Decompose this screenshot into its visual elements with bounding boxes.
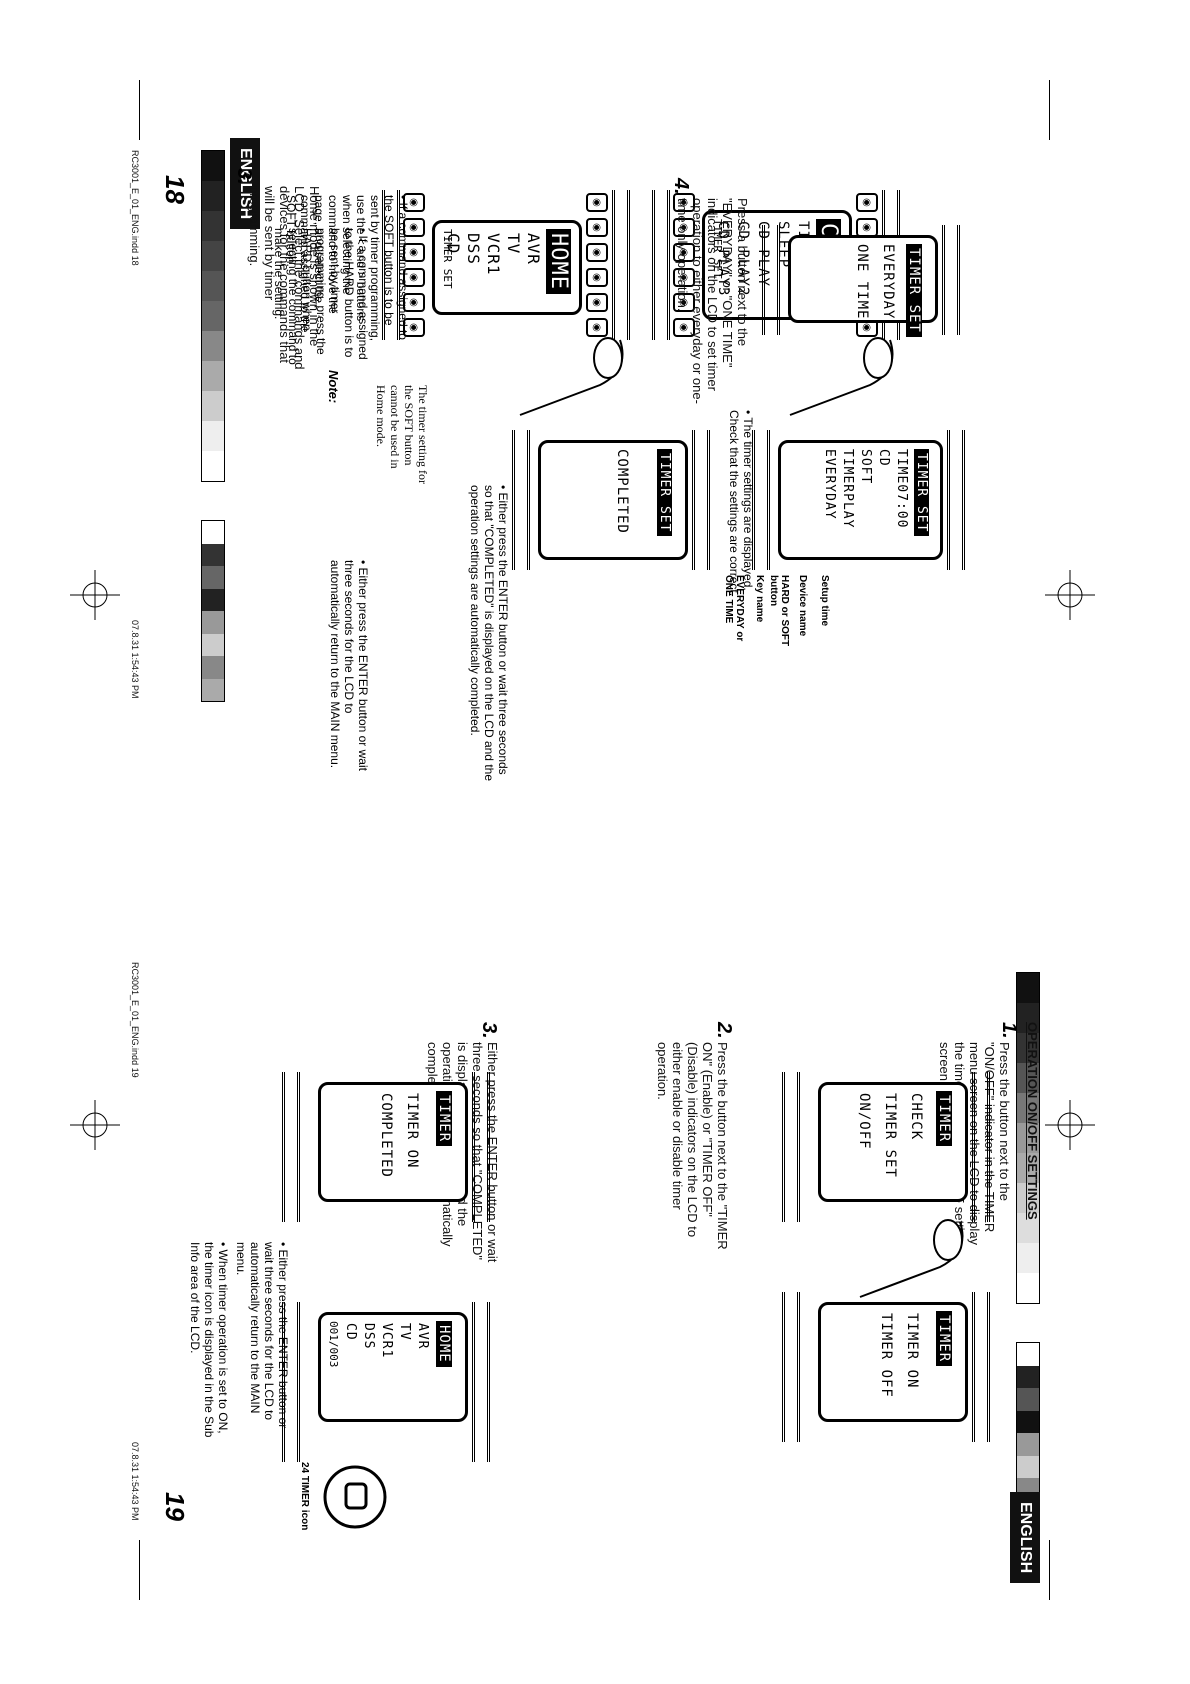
lcd-timer-summary: TIMER SET TIME07:00 CD SOFT TIMERPLAY EV… (778, 440, 943, 560)
callout-key-name: Key name (754, 575, 765, 623)
page-19: OPERATION ON/OFF SETTINGS 1. Press the b… (0, 842, 1190, 1684)
timer-icon-magnifier (323, 1465, 387, 1529)
remote-timer-onoff: TIMER TIMER ON TIMER OFF (780, 1292, 990, 1442)
remote-home-timer: HOME AVR TV VCR1 DSS CD 001/003 (280, 1302, 490, 1462)
page-18: ENGLISH 3. Home mode is shown in the LCD… (130, 138, 965, 781)
lcd-timer-mode: TIMER SET EVERYDAY ONE TIME (788, 235, 938, 337)
remote-timer-completed: TIMER TIMER ON COMPLETED (280, 1072, 490, 1222)
page-number-18: 18 (160, 175, 190, 204)
slug-file-18: RC3001_E_01_ENG.indd 18 (130, 150, 140, 266)
lcd-timer-menu: TIMER CHECK TIMER SET ON/OFF (818, 1082, 968, 1202)
step-2-text: Press the button next to the "TIMER ON" … (655, 1042, 730, 1250)
step-4-bullet-enter: • Either press the ENTER button or wait … (468, 485, 510, 781)
registration-mark-icon (1045, 570, 1095, 620)
registration-mark-icon-2 (1045, 1100, 1095, 1150)
step-4-number: 4. (670, 178, 692, 195)
remote-timer-menu: TIMER CHECK TIMER SET ON/OFF (780, 1072, 990, 1222)
callout-hard-soft: HARD or SOFT button (768, 575, 790, 647)
finger-icon (519, 337, 624, 416)
lcd-home-timer: HOME AVR TV VCR1 DSS CD 001/003 (318, 1312, 468, 1422)
step-1-number: 1. (998, 1022, 1020, 1039)
callout-device-name: Device name (797, 575, 808, 637)
page-number-19: 19 (160, 1492, 190, 1521)
registration-mark-icon-3 (70, 570, 120, 620)
note-text: The timer setting for the SOFT button ca… (374, 385, 430, 484)
finger-icon-3 (859, 1219, 964, 1298)
step-4-text: Press a button next to the "EVERYDAY" or… (675, 198, 750, 404)
step-4-bullet-return: • Either press the ENTER button or wait … (328, 560, 370, 771)
step-2-number: 2. (713, 1022, 735, 1039)
callout-timer-icon: 24 TIMER icon (299, 1462, 310, 1531)
lcd-timer-onoff: TIMER TIMER ON TIMER OFF (818, 1302, 968, 1422)
lcd-timer-completed: TIMER TIMER ON COMPLETED (318, 1082, 468, 1202)
step-3-number: 3. (233, 168, 255, 185)
remote-timer-summary: TIMER SET TIME07:00 CD SOFT TIMERPLAY EV… (750, 430, 965, 570)
section-title: OPERATION ON/OFF SETTINGS (1025, 1022, 1040, 1220)
language-tab-19: ENGLISH (1010, 1492, 1040, 1584)
remote-timer-mode: TIMER SET EVERYDAY ONE TIME (760, 225, 960, 337)
lcd-completed: TIMER SET COMPLETED (538, 440, 688, 560)
crop-mark-2 (139, 80, 140, 140)
note-heading: Note: (326, 370, 341, 404)
color-bar-2 (201, 520, 225, 702)
lcd-home: HOME AVR TV VCR1 DSS CD TIMER SET (432, 220, 582, 315)
crop-mark-4 (139, 1540, 140, 1600)
remote-completed: TIMER SET COMPLETED (510, 430, 710, 570)
slug-date-19: 07.8.31 1:54:43 PM (130, 1442, 140, 1521)
step-3r-bullet-icon: • When timer operation is set to ON, the… (188, 1242, 230, 1438)
callout-setup-time: Setup time (819, 575, 830, 627)
step-3r-number: 3. (478, 1022, 500, 1039)
slug-date-18: 07.8.31 1:54:43 PM (130, 620, 140, 699)
crop-mark-3 (1049, 1540, 1050, 1600)
crop-mark (1049, 80, 1050, 140)
slug-file-19: RC3001_E_01_ENG.indd 19 (130, 962, 140, 1078)
color-bar (201, 150, 225, 482)
callout-everyday-onetime: EVERYDAY or ONE TIME (723, 575, 745, 642)
remote-home: ◉◉◉◉◉◉ HOME AVR TV VCR1 DSS CD TIMER SET… (380, 190, 630, 340)
finger-icon-2 (789, 337, 894, 416)
registration-mark-icon-4 (70, 1100, 120, 1150)
